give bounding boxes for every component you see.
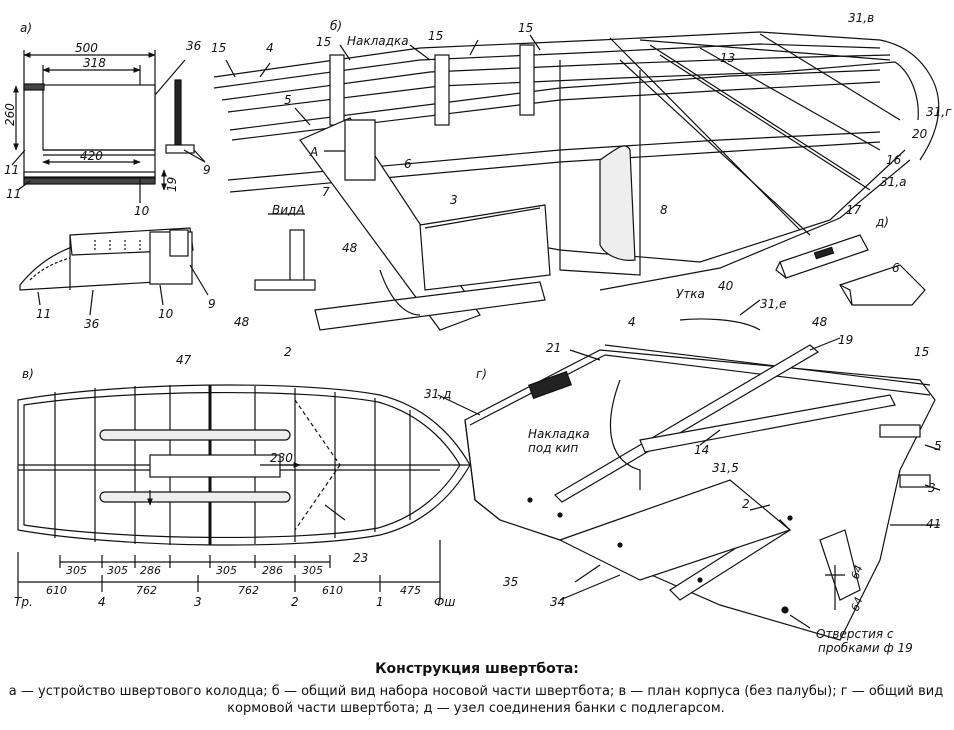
part-16: 16: [886, 153, 902, 167]
panel-a-letter: а): [20, 21, 32, 35]
part-35: 35: [503, 575, 518, 589]
label-utka: Утка: [676, 287, 705, 301]
part-36: 36: [186, 39, 202, 53]
part-2: 2: [742, 497, 750, 511]
label-holes-2: пробками ф 19: [818, 641, 913, 655]
part-31g: 31,г: [926, 105, 952, 119]
part-7: 7: [322, 185, 330, 199]
part-23: 23: [353, 551, 368, 565]
label-holes-1: Отверстия с: [816, 627, 894, 641]
part-17: 17: [846, 203, 862, 217]
part-36: 36: [84, 317, 100, 331]
part-230: 230: [270, 451, 293, 465]
station-4: 4: [98, 595, 106, 609]
dim-762: 762: [136, 584, 157, 597]
dim-318: 318: [83, 56, 106, 70]
part-19: 19: [838, 333, 853, 347]
part-47: 47: [176, 353, 192, 367]
part-5: 5: [934, 439, 942, 453]
label-nakladka-pod-kip-2: под кип: [528, 441, 578, 455]
part-31v: 31,в: [848, 11, 874, 25]
panel-b-letter: б): [330, 19, 342, 33]
part-48: 48: [812, 315, 828, 329]
caption-title: Конструкция швертбота:: [375, 661, 579, 677]
dim-762: 762: [238, 584, 259, 597]
part-8: 8: [660, 203, 668, 217]
dim-475: 475: [400, 584, 421, 597]
dim-64: 64: [849, 595, 866, 613]
part-14: 14: [694, 443, 709, 457]
dim-610: 610: [322, 584, 343, 597]
label-nakladka-pod-kip-1: Накладка: [528, 427, 590, 441]
dim-305: 305: [216, 564, 237, 577]
part-9: 9: [208, 297, 216, 311]
part-3: 3: [450, 193, 458, 207]
station-1: 1: [376, 595, 384, 609]
panel-d-letter: д): [875, 215, 889, 229]
panel-d-thwart-joint: [775, 234, 926, 306]
part-21: 21: [546, 341, 561, 355]
part-15: 15: [428, 29, 443, 43]
dim-19: 19: [165, 177, 179, 192]
dim-500: 500: [75, 41, 98, 55]
part-34: 34: [550, 595, 565, 609]
part-6: 6: [892, 261, 900, 275]
dim-286: 286: [140, 564, 161, 577]
dim-260: 260: [3, 103, 17, 126]
dim-64: 64: [849, 563, 866, 581]
dim-286: 286: [262, 564, 283, 577]
dims-row-1: 305 305 286 305 286 305: [66, 564, 323, 577]
part-315: 31,5: [712, 461, 739, 475]
part-5: 5: [284, 93, 292, 107]
part-48: 48: [234, 315, 250, 329]
part-9: 9: [203, 163, 211, 177]
part-15: 15: [316, 35, 331, 49]
dim-305: 305: [107, 564, 128, 577]
part-31e: 31,е: [760, 297, 786, 311]
part-3: 3: [928, 481, 936, 495]
panel-v-hull-plan: [17, 384, 471, 600]
station-2: 2: [291, 595, 299, 609]
part-15: 15: [914, 345, 929, 359]
panel-a-centerboard-trunk: [11, 50, 209, 316]
station-3: 3: [194, 595, 202, 609]
part-4: 4: [628, 315, 636, 329]
dim-420: 420: [80, 149, 103, 163]
part-10: 10: [134, 204, 150, 218]
part-41: 41: [926, 517, 941, 531]
dim-305: 305: [302, 564, 323, 577]
part-10: 10: [158, 307, 174, 321]
panel-b-bow-framing: [213, 31, 940, 331]
part-15: 15: [211, 41, 226, 55]
part-20: 20: [912, 127, 928, 141]
part-4: 4: [266, 41, 274, 55]
dims-row-2: 610 762 762 610 475: [46, 584, 421, 597]
part-40: 40: [718, 279, 734, 293]
label-vid-a: ВидА: [272, 203, 305, 217]
panel-g-stern-framing: [437, 299, 941, 641]
part-31a: 31,а: [880, 175, 906, 189]
label-a-mark: A: [309, 145, 318, 159]
part-13: 13: [720, 51, 735, 65]
part-6: 6: [404, 157, 412, 171]
caption-text: а — устройство швертового колодца; б — о…: [8, 684, 944, 716]
dim-610: 610: [46, 584, 67, 597]
station-fsh: Фш: [434, 595, 455, 609]
part-15: 15: [518, 21, 533, 35]
label-nakladka: Накладка: [347, 34, 409, 48]
part-48: 48: [342, 241, 358, 255]
part-11: 11: [36, 307, 51, 321]
part-11: 11: [4, 163, 19, 177]
dim-305: 305: [66, 564, 87, 577]
panel-g-letter: г): [476, 367, 487, 381]
boat-construction-drawing: а) 500 318 420 260 19 36 9 11 11 10 11 3…: [3, 11, 952, 655]
part-31d: 31,д: [424, 387, 451, 401]
part-11: 11: [6, 187, 21, 201]
panel-v-letter: в): [22, 367, 34, 381]
part-2: 2: [284, 345, 292, 359]
station-tr: Тр.: [14, 595, 33, 609]
